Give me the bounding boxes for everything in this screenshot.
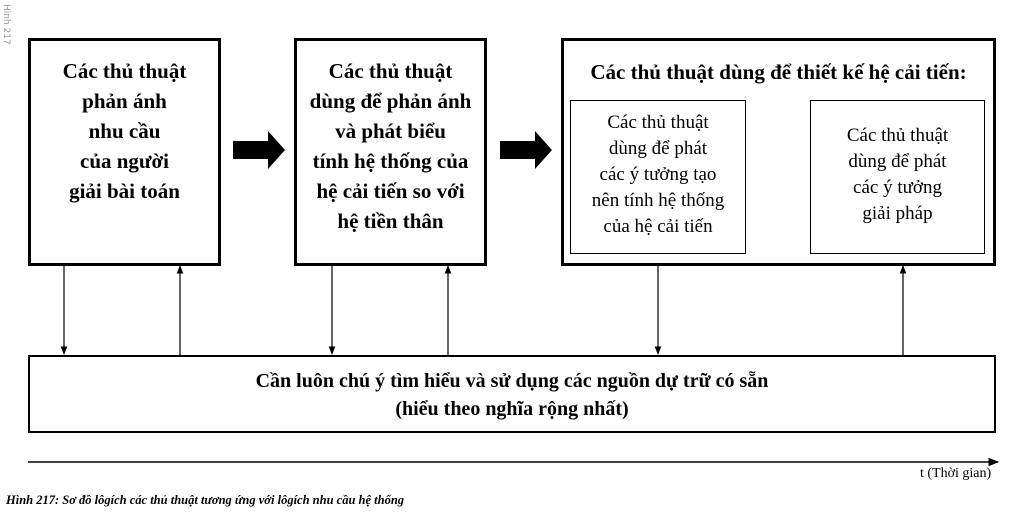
inner-box-solution-ideas: Các thủ thuật dùng để phát các ý tưởng g…	[810, 100, 985, 254]
inner-box-systemic-ideas: Các thủ thuật dùng để phát các ý tưởng t…	[570, 100, 746, 254]
box-available-resources: Cần luôn chú ý tìm hiểu và sử dụng các n…	[28, 355, 996, 433]
box2-text: Các thủ thuật dùng để phản ánh và phát b…	[309, 59, 472, 233]
block-arrow-1	[233, 131, 285, 169]
bottom-text: Cần luôn chú ý tìm hiểu và sử dụng các n…	[255, 370, 769, 420]
figure-caption: Hình 217: Sơ đồ lôgích các thủ thuật tươ…	[6, 493, 405, 507]
box-need-reflection: Các thủ thuật phản ánh nhu cầu của người…	[28, 38, 221, 266]
inner-right-text: Các thủ thuật dùng để phát các ý tưởng g…	[846, 125, 949, 224]
side-label: Hình 217	[1, 4, 11, 45]
box1-text: Các thủ thuật phản ánh nhu cầu của người…	[62, 59, 187, 203]
box-systemic-formulation: Các thủ thuật dùng để phản ánh và phát b…	[294, 38, 487, 266]
inner-left-text: Các thủ thuật dùng để phát các ý tưởng t…	[591, 112, 725, 237]
block-arrow-2	[500, 131, 552, 169]
box3-title: Các thủ thuật dùng để thiết kế hệ cải ti…	[590, 60, 967, 84]
time-axis-label: t (Thời gian)	[920, 466, 992, 481]
